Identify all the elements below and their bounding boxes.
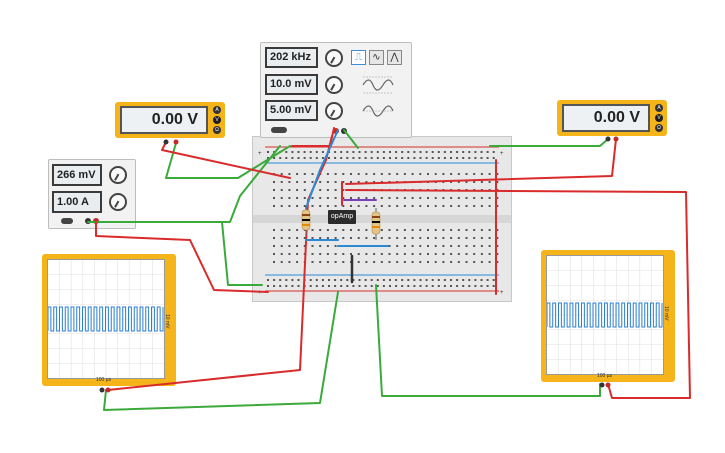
mode-v-icon[interactable]: V bbox=[655, 114, 663, 122]
fg-frequency-display: 202 kHz bbox=[265, 47, 318, 68]
psu-terminal-negative[interactable] bbox=[85, 218, 91, 224]
oscilloscope-right-timebase: 100 µs bbox=[597, 373, 613, 379]
power-supply[interactable]: 266 mV 1.00 A bbox=[48, 159, 136, 229]
fg-frequency-knob[interactable] bbox=[325, 49, 343, 67]
mode-a-icon[interactable]: A bbox=[655, 104, 663, 112]
scope-left-probe-positive[interactable] bbox=[105, 387, 111, 393]
psu-power-switch[interactable] bbox=[61, 218, 73, 224]
multimeter-right[interactable]: 0.00 V A V Ω bbox=[557, 100, 667, 136]
fg-terminal-negative[interactable] bbox=[341, 128, 347, 134]
triangle-wave-button[interactable]: ⋀ bbox=[387, 50, 402, 65]
meter-right-probe-positive[interactable] bbox=[613, 136, 619, 142]
mode-a-icon[interactable]: A bbox=[213, 106, 221, 114]
multimeter-left[interactable]: 0.00 V A V Ω bbox=[115, 102, 225, 138]
oscilloscope-left-screen bbox=[47, 259, 165, 379]
function-generator[interactable]: 202 kHz ⎍ ∿ ⋀ 10.0 mV 5.00 mV bbox=[260, 42, 412, 138]
psu-terminal-positive[interactable] bbox=[93, 218, 99, 224]
mode-ohm-icon[interactable]: Ω bbox=[655, 124, 663, 132]
fg-power-switch[interactable] bbox=[271, 127, 287, 133]
psu-current-knob[interactable] bbox=[109, 193, 127, 211]
oscilloscope-left-timebase: 100 µs bbox=[96, 377, 112, 383]
oscilloscope-left[interactable]: 100 µs 10 mV bbox=[42, 254, 176, 386]
oscilloscope-left-trace bbox=[48, 260, 164, 378]
oscilloscope-left-volts-per-div: 10 mV bbox=[164, 314, 170, 329]
mode-v-icon[interactable]: V bbox=[213, 116, 221, 124]
fg-offset-display: 5.00 mV bbox=[265, 100, 318, 121]
square-wave-button[interactable]: ⎍ bbox=[351, 50, 366, 65]
sine-wave-button[interactable]: ∿ bbox=[369, 50, 384, 65]
oscilloscope-right-volts-per-div: 10 mV bbox=[663, 306, 669, 321]
oscilloscope-right-trace bbox=[547, 256, 663, 374]
oscilloscope-right-screen bbox=[546, 255, 664, 375]
rail-plus-top-right: + bbox=[500, 151, 504, 157]
rail-plus-bottom-right: + bbox=[500, 290, 504, 296]
psu-current-display: 1.00 A bbox=[52, 191, 102, 213]
oscilloscope-right[interactable]: 100 µs 10 mV bbox=[541, 250, 675, 382]
breadboard-holes bbox=[253, 146, 511, 292]
fg-offset-knob[interactable] bbox=[325, 102, 343, 120]
breadboard[interactable] bbox=[252, 136, 512, 302]
scope-right-probe-positive[interactable] bbox=[605, 382, 611, 388]
multimeter-left-display: 0.00 V bbox=[120, 106, 208, 134]
scope-right-probe-negative[interactable] bbox=[599, 382, 605, 388]
scope-left-probe-negative[interactable] bbox=[99, 387, 105, 393]
amplitude-wave-icon bbox=[362, 76, 394, 94]
opamp-chip[interactable]: opAmp bbox=[328, 210, 356, 224]
fg-amplitude-display: 10.0 mV bbox=[265, 74, 318, 95]
meter-left-probe-negative[interactable] bbox=[163, 139, 169, 145]
fg-terminal-positive[interactable] bbox=[333, 128, 339, 134]
meter-right-probe-negative[interactable] bbox=[605, 136, 611, 142]
meter-left-probe-positive[interactable] bbox=[173, 139, 179, 145]
psu-voltage-display: 266 mV bbox=[52, 164, 102, 186]
psu-voltage-knob[interactable] bbox=[109, 166, 127, 184]
rail-plus-top: + bbox=[258, 151, 262, 157]
fg-amplitude-knob[interactable] bbox=[325, 76, 343, 94]
mode-ohm-icon[interactable]: Ω bbox=[213, 126, 221, 134]
offset-wave-icon bbox=[362, 105, 394, 117]
rail-plus-bottom: + bbox=[258, 290, 262, 296]
multimeter-right-display: 0.00 V bbox=[562, 104, 650, 132]
